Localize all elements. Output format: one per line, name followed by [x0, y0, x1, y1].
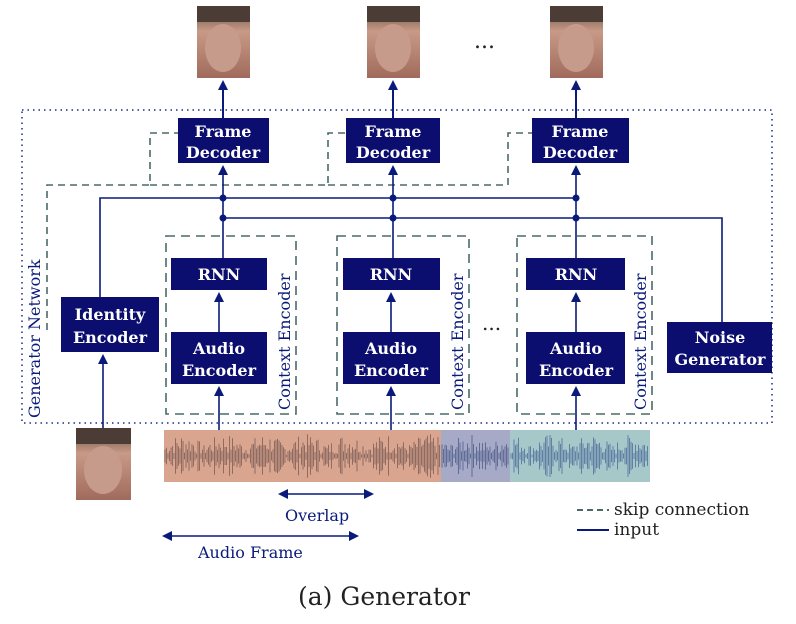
output-face-3: [550, 6, 603, 78]
audio-encoder-label-line1: Audio: [549, 339, 602, 358]
identity-encoder: Identity Encoder: [61, 297, 159, 352]
context-encoder-1: Context Encoder: [165, 235, 297, 415]
frame-decoder-label-line2: Decoder: [543, 143, 618, 162]
frame-decoder-label-line1: Frame: [195, 122, 252, 141]
frame-decoder-label-line2: Decoder: [356, 143, 431, 162]
context-encoder-label: Context Encoder: [448, 273, 467, 410]
waveform-segment: [441, 435, 509, 477]
audio-encoder-1: Audio Encoder: [171, 332, 267, 384]
output-face-2: [367, 6, 420, 78]
context-encoder-2: Context Encoder: [336, 235, 470, 415]
rnn-3: RNN: [526, 258, 625, 290]
noise-generator: Noise Generator: [667, 322, 772, 373]
rnn-label: RNN: [555, 265, 598, 284]
waveform-segment: [510, 435, 648, 477]
figure-caption: (a) Generator: [298, 582, 470, 611]
output-face-1: [197, 6, 250, 78]
rnn-1: RNN: [171, 258, 267, 290]
context-encoder-label: Context Encoder: [275, 273, 294, 410]
context-encoder-3: Context Encoder: [516, 235, 653, 415]
rnn-label: RNN: [370, 265, 413, 284]
audio-encoder-3: Audio Encoder: [526, 332, 625, 384]
legend-skip-connection: skip connection: [614, 500, 749, 520]
audio-encoder-label-line2: Encoder: [182, 361, 257, 380]
waveform-trace: [164, 434, 648, 478]
input-face: [76, 428, 131, 500]
input-lines: [99, 197, 723, 322]
audio-encoder-label-line1: Audio: [364, 339, 417, 358]
rnn-2: RNN: [343, 258, 440, 290]
audio-frame-label: Audio Frame: [197, 543, 303, 562]
noise-generator-label-line2: Generator: [675, 350, 767, 369]
legend-input: input: [614, 520, 659, 540]
identity-encoder-label-line2: Encoder: [73, 328, 148, 347]
output-ellipsis: ...: [474, 29, 495, 54]
junction-dots: [219, 194, 580, 222]
frame-decoder-label-line1: Frame: [365, 122, 422, 141]
audio-encoder-label-line2: Encoder: [354, 361, 429, 380]
overlap-label: Overlap: [285, 506, 349, 525]
frame-decoder-label-line2: Decoder: [186, 143, 261, 162]
frame-decoder-2: Frame Decoder: [346, 118, 440, 163]
rnn-label: RNN: [198, 265, 241, 284]
frame-decoder-label-line1: Frame: [552, 122, 609, 141]
legend: skip connection input: [577, 500, 749, 540]
identity-encoder-label-line1: Identity: [75, 305, 146, 324]
frame-decoder-3: Frame Decoder: [532, 118, 629, 163]
frame-decoder-1: Frame Decoder: [178, 118, 269, 163]
context-encoder-label: Context Encoder: [631, 273, 650, 410]
noise-generator-label-line1: Noise: [695, 328, 746, 347]
audio-encoder-label-line1: Audio: [192, 339, 245, 358]
audio-encoder-2: Audio Encoder: [343, 332, 440, 384]
context-ellipsis: ...: [482, 311, 501, 335]
generator-network-boundary: [21, 109, 773, 424]
skip-connections: [46, 132, 532, 330]
audio-waveform: [164, 430, 650, 482]
audio-encoder-label-line2: Encoder: [539, 361, 614, 380]
generator-network-label: Generator Network: [25, 259, 44, 418]
waveform-segment: [164, 434, 440, 478]
